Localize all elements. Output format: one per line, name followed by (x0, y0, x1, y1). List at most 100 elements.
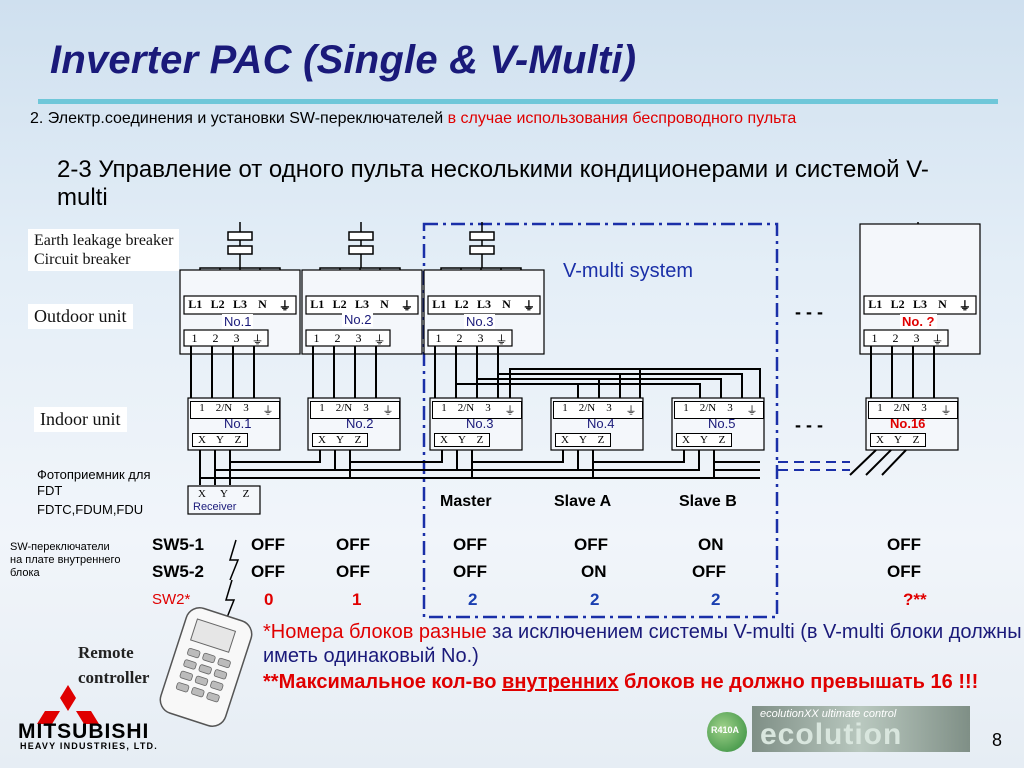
sw2-value: 0 (264, 590, 274, 609)
sw5-1-value: OFF (574, 535, 608, 554)
dashed-continuations (778, 461, 850, 471)
receiver-label-1: Фотоприемник для (37, 467, 151, 482)
terminal: L1 (868, 297, 883, 311)
terminal: N (258, 297, 267, 311)
terminal: Z (718, 434, 726, 446)
sw5-1-value: ON (698, 535, 724, 554)
vmulti-chain (455, 368, 761, 398)
indoor-no-1: No.1 (224, 416, 252, 431)
terminal: 2/N (215, 402, 233, 414)
indoor-no-5: No.5 (708, 416, 736, 431)
terminal: ⏚ (262, 405, 274, 417)
indoor-terminals-3: 1 2/N 3 ⏚ (432, 401, 522, 419)
note2-underlined: внутренних (502, 671, 619, 693)
terminal: Z (234, 434, 242, 446)
sw5-2-value: OFF (453, 562, 487, 581)
terminal: 2/N (699, 402, 717, 414)
terminal: ⏚ (625, 405, 637, 417)
outdoor-lower-16: 1 2 3 ⏚ (864, 331, 948, 348)
sw2-value: 2 (590, 590, 600, 609)
terminal: ⏚ (504, 405, 516, 417)
title-rule (38, 99, 998, 104)
terminal: Z (354, 434, 362, 446)
mitsubishi-logo-icon (37, 685, 99, 724)
receiver-box-label: Receiver (193, 501, 237, 513)
indoor-xyz-5: X Y Z (676, 433, 732, 447)
page-title: Inverter PAC (Single & V-Multi) (50, 38, 637, 82)
indoor-terminals-1: 1 2/N 3 ⏚ (190, 401, 280, 419)
sw5-1-value: OFF (251, 535, 285, 554)
terminal: Y (220, 488, 228, 500)
terminal: L2 (210, 297, 225, 311)
terminal: ⏚ (746, 405, 758, 417)
outdoor-unit-label: Outdoor unit (28, 304, 133, 329)
wireless-symbols (224, 539, 240, 621)
terminal: X (561, 434, 569, 446)
outdoor-lower-1: 1 2 3 ⏚ (184, 331, 268, 348)
role-slave-b: Slave B (679, 493, 737, 510)
terminal: 1 (319, 402, 325, 414)
terminal: N (938, 297, 947, 311)
indoor-no-3: No.3 (466, 416, 494, 431)
sw5-1-label: SW5-1 (152, 535, 204, 554)
terminal: 3 (243, 402, 249, 414)
ecolution-big-text: ecolution (760, 718, 903, 751)
subtitle-black: 2. Электр.соединения и установки SW-пере… (30, 110, 448, 127)
r410a-badge-icon (707, 712, 747, 752)
ecolution-small-text: ecolutionXX ultimate control (760, 708, 897, 720)
receiver-xyz: X Y Z (191, 488, 257, 500)
terminal: N (502, 297, 511, 311)
sw5-1-value: OFF (887, 535, 921, 554)
terminal: 1 (441, 402, 447, 414)
sw2-value: ?** (903, 590, 927, 609)
outdoor-terminals-16: L1 L2 L3 N ⏚ (864, 297, 976, 314)
terminal: ⏚ (382, 405, 394, 417)
terminal: 2/N (893, 402, 911, 414)
terminal: 3 (913, 331, 920, 345)
sw5-1-value: OFF (336, 535, 370, 554)
terminal: 1 (313, 331, 320, 345)
sw5-2-value: ON (581, 562, 607, 581)
terminal: 2/N (335, 402, 353, 414)
outdoor-terminals-1: L1 L2 L3 N ⏚ (184, 297, 296, 314)
sw-label: SW-переключатели на плате внутреннего бл… (10, 541, 120, 580)
terminal: Y (894, 434, 902, 446)
terminal: X (682, 434, 690, 446)
subtitle: 2. Электр.соединения и установки SW-пере… (30, 110, 796, 128)
breaker-label: Earth leakage breaker Circuit breaker (28, 229, 180, 271)
note2-post: блоков не должно превышать 16 !!! (618, 671, 979, 693)
terminal: Y (336, 434, 344, 446)
terminal: Y (216, 434, 224, 446)
terminal: L3 (233, 297, 248, 311)
subtitle-red: в случае использования беспроводного пул… (447, 110, 797, 127)
sw2-value: 2 (711, 590, 721, 609)
sw-label-3: блока (10, 567, 40, 579)
indoor-no-2: No.2 (346, 416, 374, 431)
indoor-xyz-16: X Y Z (870, 433, 926, 447)
terminal: 3 (233, 331, 240, 345)
terminal: 1 (199, 402, 205, 414)
sw5-2-label: SW5-2 (152, 562, 204, 581)
note1-rest: за исключением системы V-multi (в V-mult… (263, 621, 1022, 667)
page-number: 8 (991, 730, 1002, 750)
terminal: L3 (355, 297, 370, 311)
terminal: L2 (454, 297, 469, 311)
terminal: L2 (890, 297, 905, 311)
terminal: 3 (363, 402, 369, 414)
breaker-2 (348, 222, 374, 268)
terminal: ⏚ (278, 299, 291, 313)
indoor-terminals-16: 1 2/N 3 ⏚ (868, 401, 958, 419)
outdoor-indoor-wires (190, 346, 935, 398)
breaker-label-2: Circuit breaker (34, 251, 131, 268)
terminal: Z (242, 488, 250, 500)
outdoor-lower-2: 1 2 3 ⏚ (306, 331, 390, 348)
terminal: Y (700, 434, 708, 446)
sw2-value: 1 (352, 590, 362, 609)
terminal: L3 (477, 297, 492, 311)
terminal: N (380, 297, 389, 311)
terminal: 1 (877, 402, 883, 414)
indoor-unit-label: Indoor unit (34, 407, 127, 432)
note-unit-numbers: *Номера блоков разные за исключением сис… (263, 620, 1023, 668)
indoor-no-4: No.4 (587, 416, 615, 431)
terminal: ⏚ (251, 333, 264, 347)
